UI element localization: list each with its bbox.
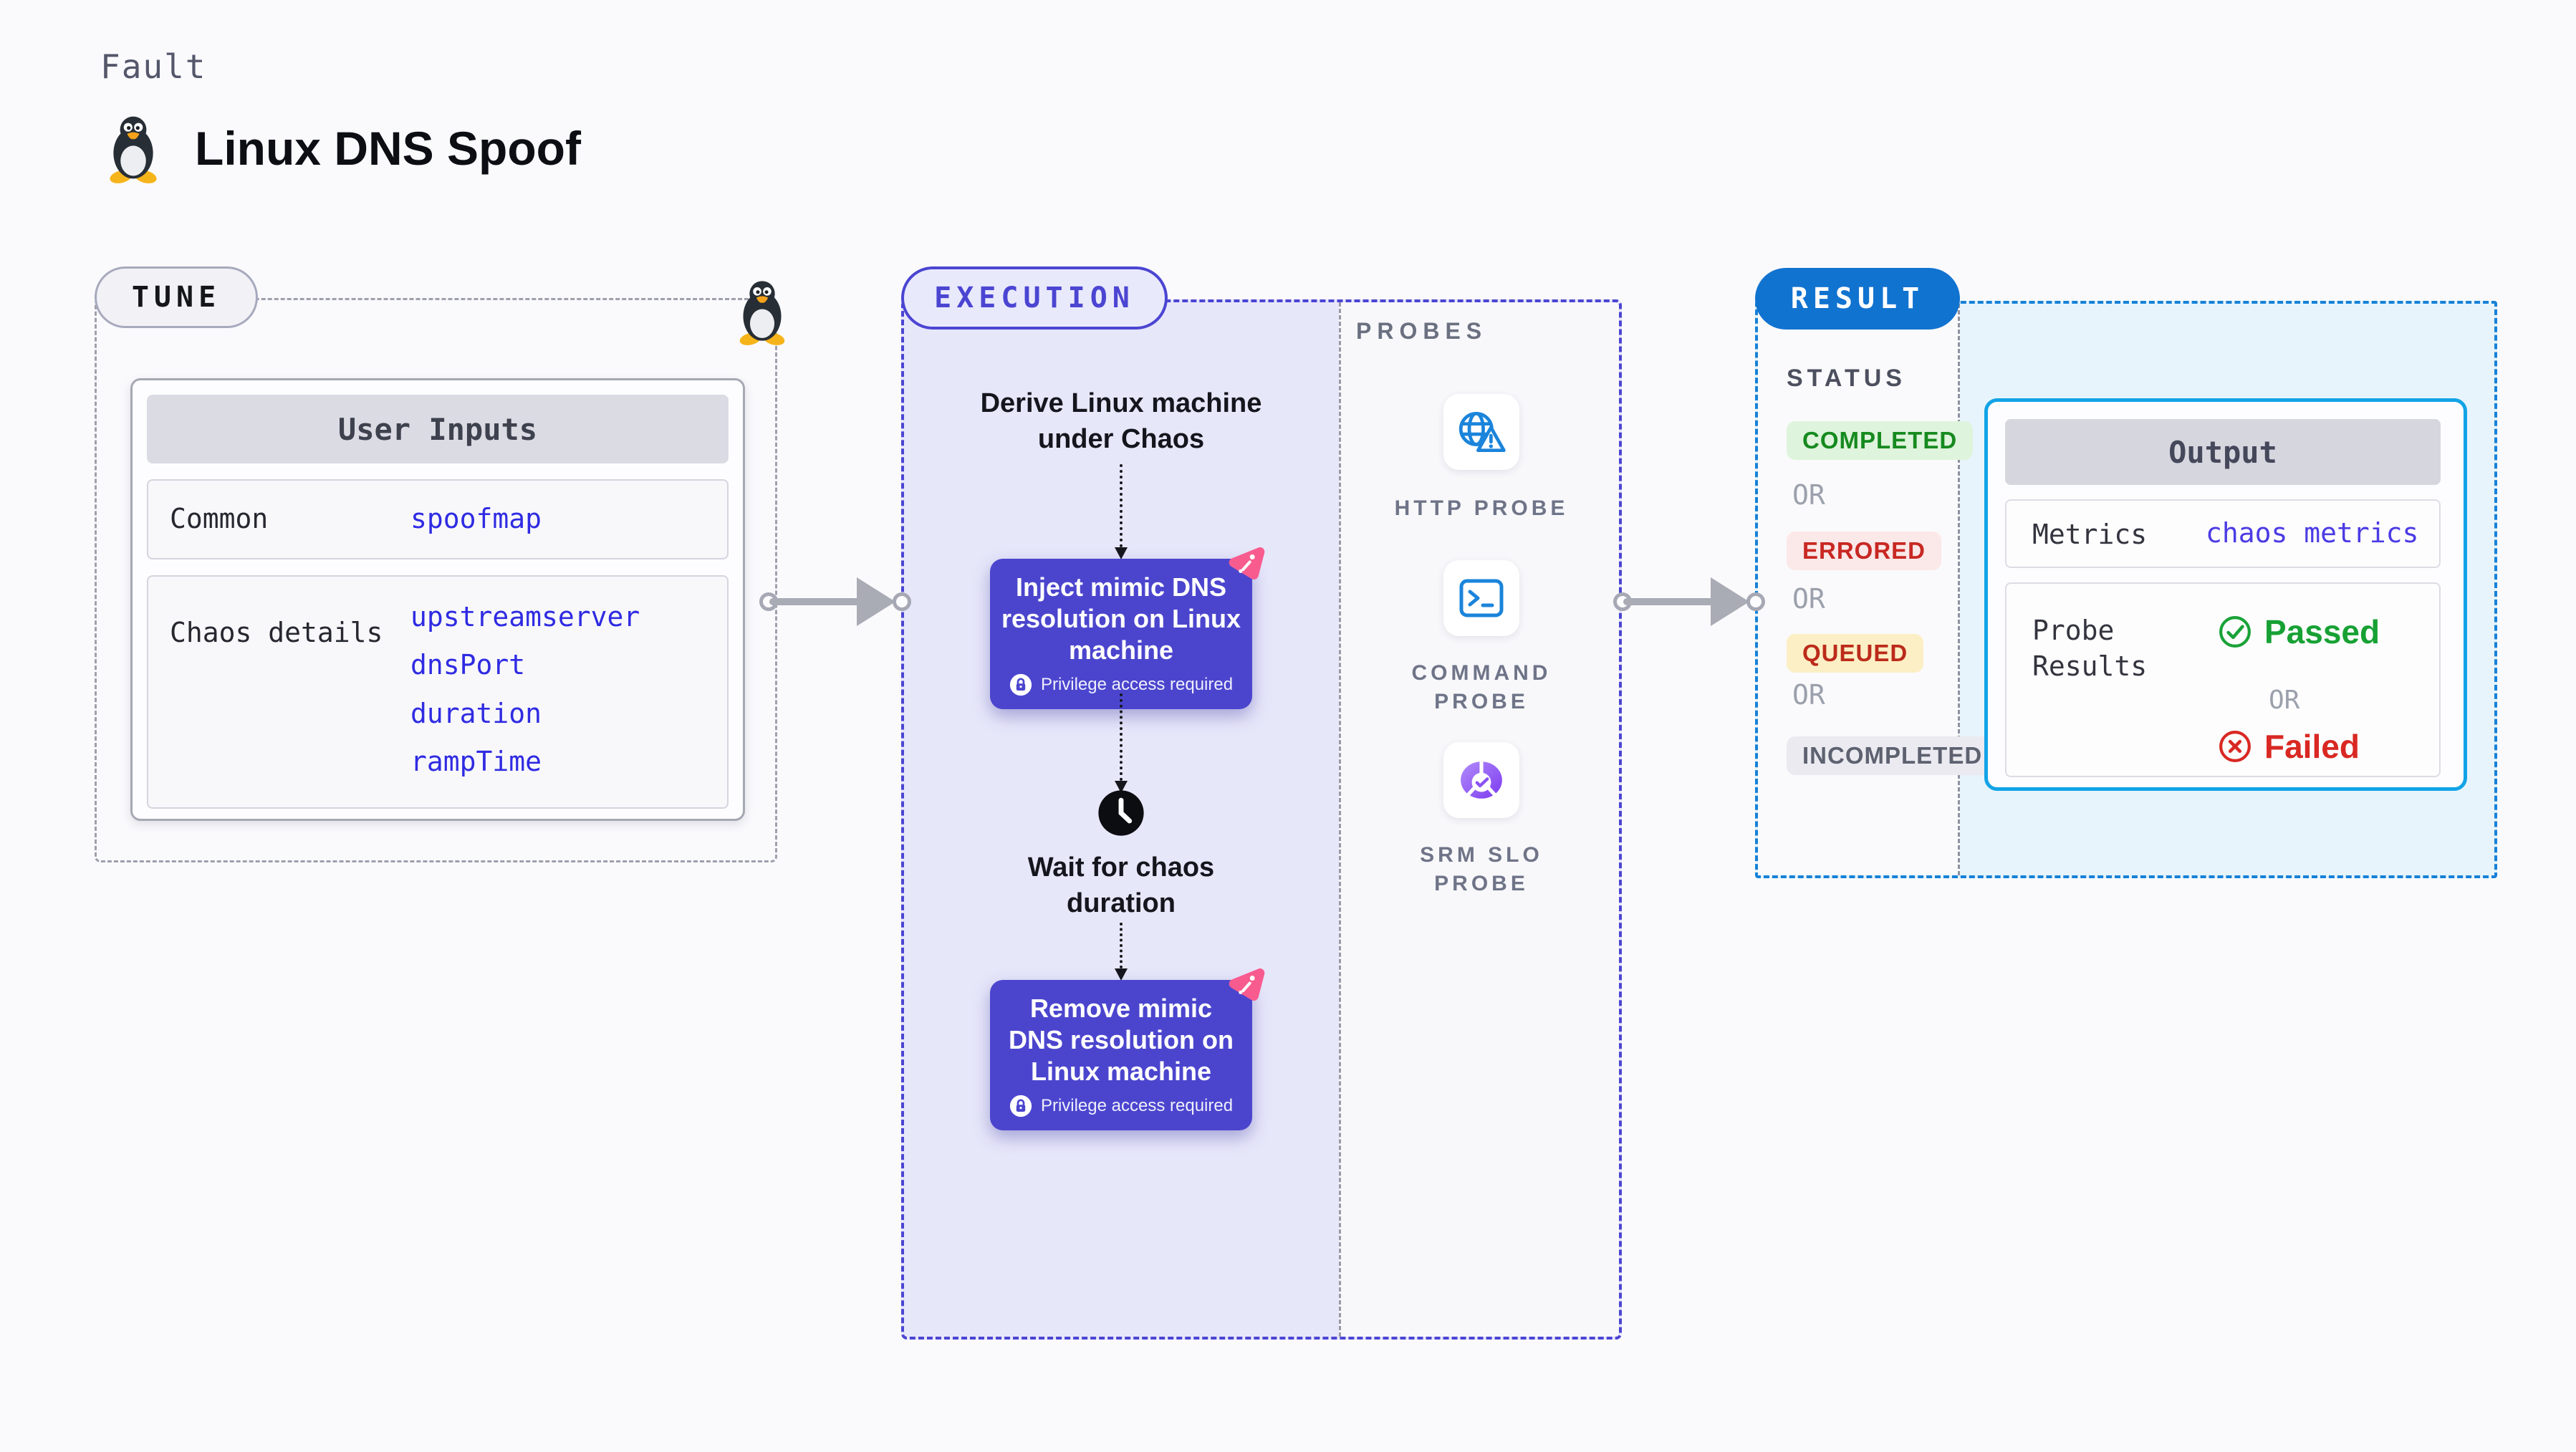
x-circle-icon (2219, 730, 2251, 763)
or-separator: OR (1792, 583, 1825, 615)
slo-gauge-icon (1458, 758, 1505, 802)
user-inputs-table: User Inputs Common spoofmap Chaos detail… (130, 378, 745, 821)
user-inputs-header: User Inputs (147, 395, 729, 463)
http-probe-card (1443, 394, 1519, 470)
table-row-chaos-details: Chaos details upstreamserver dnsPort dur… (147, 575, 729, 809)
probe-label: SRM SLO PROBE (1420, 843, 1543, 895)
arrow-down-icon (1115, 464, 1128, 559)
probes-title: PROBES (1356, 318, 1488, 344)
derive-step-label: Derive Linux machine under Chaos (980, 388, 1262, 454)
execution-section-badge: EXECUTION (901, 266, 1168, 330)
fault-eyebrow: Fault (100, 47, 207, 86)
row-value: dnsPort (410, 649, 526, 681)
page-title: Linux DNS Spoof (195, 122, 581, 175)
arrow-right-icon (759, 574, 911, 629)
or-separator: OR (1792, 679, 1825, 711)
tux-penguin-icon (105, 112, 162, 183)
privilege-note: Privilege access required (1040, 1096, 1234, 1115)
tune-section-box (95, 298, 777, 862)
or-separator: OR (2269, 686, 2300, 715)
probe-label: HTTP PROBE (1394, 496, 1569, 520)
arrow-right-icon (1613, 574, 1765, 629)
probe-results-label: Probe Results (2032, 615, 2148, 682)
arrow-head (857, 577, 895, 626)
status-badge-queued: QUEUED (1787, 634, 1924, 673)
arrow-shaft (769, 598, 864, 605)
failed-label: Failed (2264, 728, 2360, 765)
clock-icon (1097, 789, 1145, 837)
status-badge-errored: ERRORED (1787, 532, 1942, 570)
execution-section-box (901, 299, 1622, 1340)
globe-alert-icon (1455, 408, 1508, 456)
wait-step-label: Wait for chaos duration (1027, 852, 1215, 918)
remove-step-node: Remove mimic DNS resolution on Linux mac… (990, 980, 1252, 1130)
status-title: STATUS (1787, 365, 1906, 392)
probe-results-row: Probe Results Passed OR Failed (2005, 582, 2441, 777)
arrow-down-icon (1115, 923, 1128, 981)
table-row-common: Common spoofmap (147, 479, 729, 559)
metrics-row: Metrics chaos metrics (2005, 499, 2441, 568)
failed-result: Failed (2219, 727, 2360, 766)
row-value: duration (410, 698, 542, 729)
probes-panel (1339, 302, 1619, 1337)
command-probe-card (1443, 560, 1519, 636)
tux-penguin-icon (735, 277, 789, 345)
or-separator: OR (1792, 479, 1825, 511)
output-card: Output Metrics chaos metrics Probe Resul… (1984, 398, 2467, 791)
row-value: rampTime (410, 746, 542, 777)
arrow-head (1711, 577, 1749, 626)
lock-icon (1009, 673, 1032, 696)
passed-result: Passed (2219, 612, 2380, 651)
output-header: Output (2005, 419, 2441, 485)
connector-dot (893, 592, 911, 611)
lock-icon (1009, 1095, 1032, 1117)
passed-label: Passed (2264, 613, 2380, 650)
terminal-icon (1458, 578, 1504, 618)
check-circle-icon (2219, 615, 2251, 648)
row-value: upstreamserver (410, 601, 640, 633)
row-value: spoofmap (410, 503, 542, 534)
inject-step-node: Inject mimic DNS resolution on Linux mac… (990, 559, 1252, 709)
status-badge-incompleted: INCOMPLETED (1787, 736, 1999, 775)
probe-label: COMMAND PROBE (1411, 661, 1552, 713)
status-badge-completed: COMPLETED (1787, 421, 1974, 460)
result-section-badge: RESULT (1755, 268, 1960, 330)
srm-slo-probe-card (1443, 742, 1519, 818)
metrics-value: chaos metrics (2206, 517, 2419, 549)
remove-step-label: Remove mimic DNS resolution on Linux mac… (1009, 994, 1234, 1086)
metrics-label: Metrics (2032, 519, 2148, 550)
status-column: STATUS COMPLETED OR ERRORED OR QUEUED OR… (1758, 304, 1999, 875)
arrow-shaft (1623, 598, 1718, 605)
privilege-note: Privilege access required (1040, 675, 1234, 694)
litmus-chaos-icon (1226, 966, 1267, 1006)
tune-section-badge: TUNE (95, 266, 258, 328)
row-label: Chaos details (170, 617, 383, 648)
litmus-chaos-icon (1226, 544, 1267, 585)
row-label: Common (170, 503, 269, 534)
connector-dot (1746, 592, 1765, 611)
inject-step-label: Inject mimic DNS resolution on Linux mac… (1001, 572, 1241, 665)
arrow-down-icon (1115, 693, 1128, 793)
